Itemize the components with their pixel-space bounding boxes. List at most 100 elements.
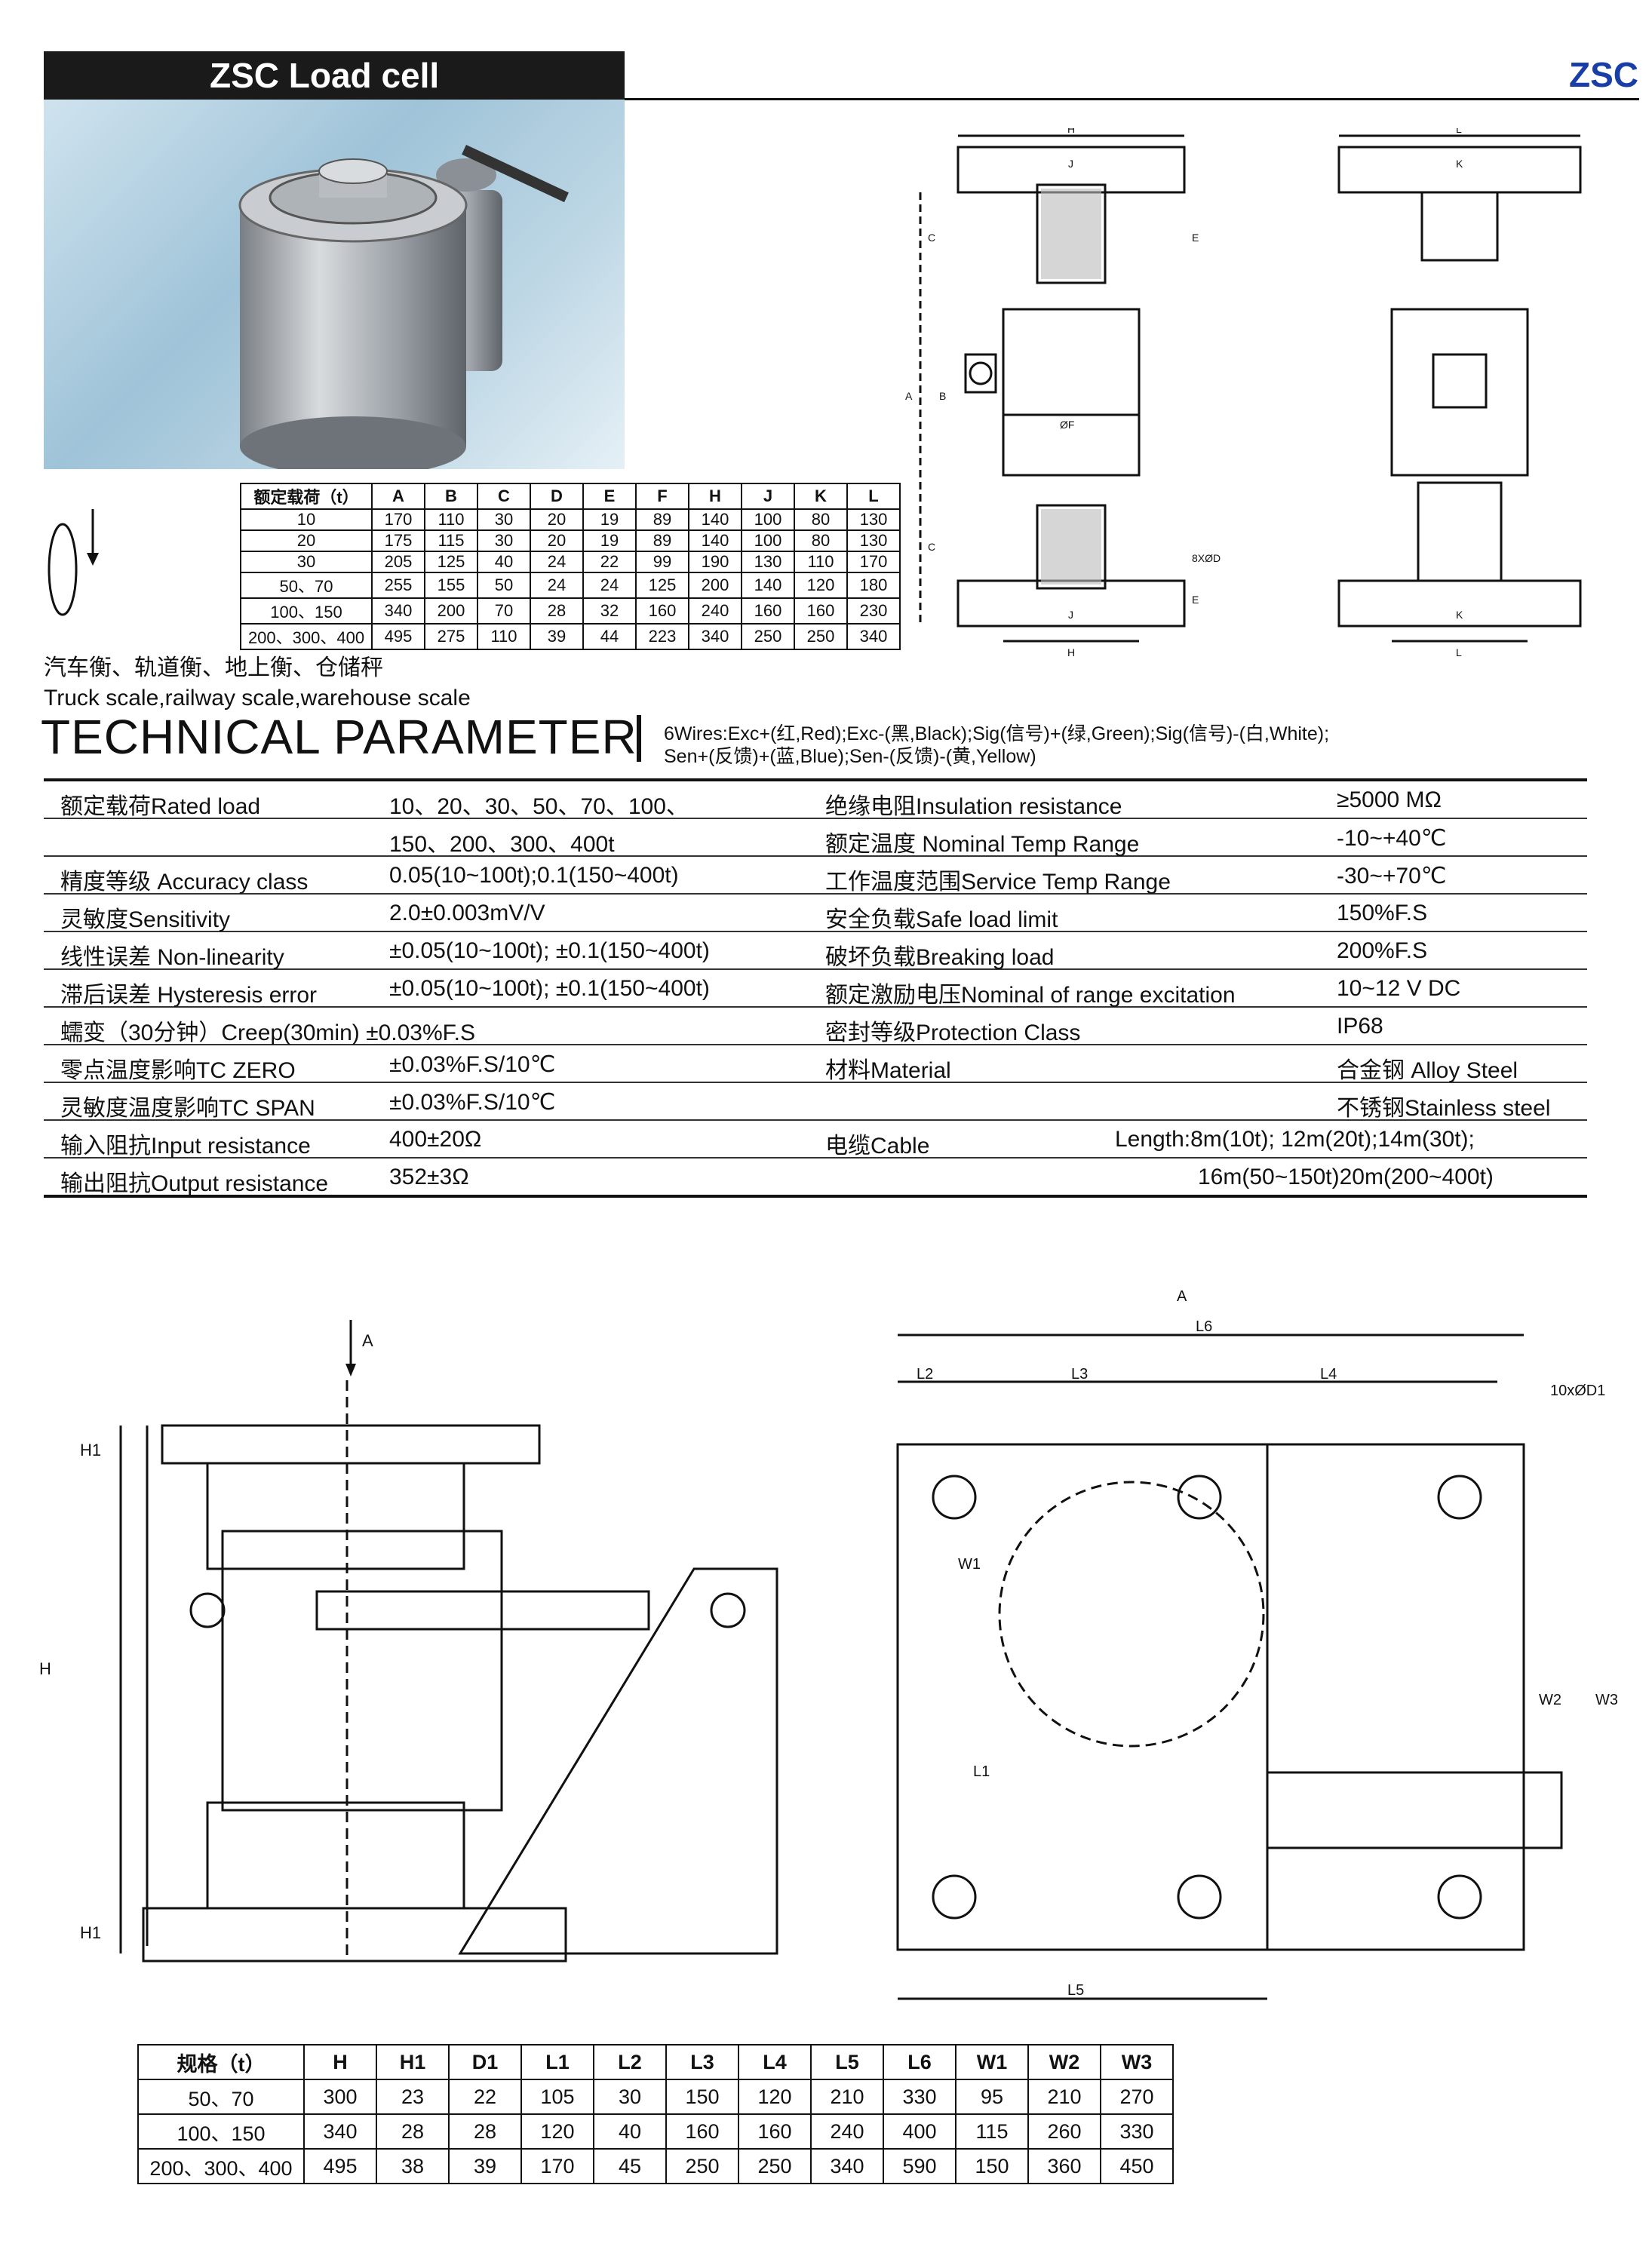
dim-table-1-header-cell: H — [688, 483, 742, 510]
dim-table-2-cell: 120 — [520, 2113, 594, 2150]
dim-table-2-cell: 115 — [955, 2113, 1029, 2150]
dim-table-1-cell: 10 — [240, 508, 373, 531]
dim-table-2-cell: 590 — [883, 2148, 957, 2184]
dim-table-2-cell: 120 — [738, 2079, 812, 2115]
parameter-label: 安全负载Safe load limit — [825, 907, 1058, 932]
dim-table-2-cell: 270 — [1100, 2079, 1174, 2115]
dim-table-1-cell: 170 — [371, 508, 425, 531]
applications-cn: 汽车衡、轨道衡、地上衡、仓储秤 — [44, 655, 383, 680]
dim-table-2-cell: 50、70 — [137, 2079, 305, 2115]
dim-table-1-cell: 39 — [530, 623, 584, 650]
dim-c: C — [928, 232, 935, 244]
dim-table-1-cell: 175 — [371, 529, 425, 552]
dim-h: H — [1067, 128, 1075, 135]
dim-table-1-cell: 100 — [741, 529, 795, 552]
parameter-label: 灵敏度Sensitivity — [60, 907, 231, 932]
dim-table-1-cell: 28 — [530, 597, 584, 625]
mounting-side-view: A H1 H H1 — [39, 1320, 778, 1963]
parameter-label: 破坏负载Breaking load — [825, 945, 1055, 970]
dim-table-2-cell: 250 — [665, 2148, 739, 2184]
dim-table-1-cell: 255 — [371, 572, 425, 599]
dim-table-1-cell: 125 — [424, 551, 478, 573]
view-label-top-a: A — [1177, 1288, 1187, 1305]
parameter-value: 10、20、30、50、70、100、 — [389, 794, 689, 819]
parameter-value: 400±20Ω — [389, 1127, 482, 1152]
dim-table-1-cell: 250 — [741, 623, 795, 650]
dim-table-2-cell: 22 — [448, 2079, 522, 2115]
dim-table-1-cell: 170 — [846, 551, 901, 573]
dim-table-2-header-cell: 规格（t） — [137, 2044, 305, 2080]
parameter-value: ≥5000 MΩ — [1337, 787, 1442, 812]
dim-table-2-cell: 39 — [448, 2148, 522, 2184]
wiring-line-1: 6Wires:Exc+(红,Red);Exc-(黑,Black);Sig(信号)… — [664, 723, 1330, 744]
dim-table-2-header-cell: W1 — [955, 2044, 1029, 2080]
parameter-label: 密封等级Protection Class — [825, 1020, 1081, 1045]
dim-table-2-cell: 240 — [810, 2113, 884, 2150]
parameter-value: 16m(50~150t)20m(200~400t) — [1198, 1165, 1494, 1189]
dim-table-1-cell: 24 — [530, 572, 584, 599]
dim-h1-bottom: H1 — [80, 1923, 101, 1942]
parameter-value: ±0.05(10~100t); ±0.1(150~400t) — [389, 938, 710, 963]
dim-table-2-cell: 340 — [303, 2113, 377, 2150]
dim-table-2-cell: 95 — [955, 2079, 1029, 2115]
dim-table-2-cell: 40 — [593, 2113, 667, 2150]
top-dimension-drawing: H J L K C E A B ØF 8XØD H J K L C E — [905, 128, 1582, 658]
dim-table-1-cell: 110 — [424, 508, 478, 531]
dim-a: A — [905, 390, 913, 402]
dim-table-2-header-cell: H1 — [376, 2044, 450, 2080]
parameter-label: 线性误差 Non-linearity — [60, 945, 284, 970]
parameter-value: 10~12 V DC — [1337, 976, 1461, 1001]
dim-table-2-cell: 100、150 — [137, 2113, 305, 2150]
dim-table-2-cell: 330 — [1100, 2113, 1174, 2150]
dim-table-2-header-cell: L4 — [738, 2044, 812, 2080]
parameter-value: 0.05(10~100t);0.1(150~400t) — [389, 863, 679, 888]
dim-table-2-cell: 150 — [665, 2079, 739, 2115]
dim-table-1-cell: 22 — [582, 551, 637, 573]
header-bar: ZSC Load cell — [44, 51, 625, 100]
dim-table-1-header-cell: A — [371, 483, 425, 510]
dim-table-1-cell: 140 — [688, 529, 742, 552]
parameter-value: Length:8m(10t); 12m(20t);14m(30t); — [1115, 1127, 1475, 1152]
dim-table-1-cell: 275 — [424, 623, 478, 650]
dim-f: ØF — [1060, 419, 1074, 431]
dim-table-1-cell: 80 — [794, 508, 848, 531]
dim-table-2-cell: 200、300、400 — [137, 2148, 305, 2184]
dim-j: J — [1068, 158, 1073, 170]
dim-table-1-cell: 19 — [582, 508, 637, 531]
parameter-value: 不锈钢Stainless steel — [1337, 1096, 1551, 1121]
dim-table-2-cell: 450 — [1100, 2148, 1174, 2184]
dim-table-1-cell: 32 — [582, 597, 637, 625]
dim-table-1-cell: 24 — [582, 572, 637, 599]
dim-table-2-cell: 400 — [883, 2113, 957, 2150]
dim-table-1-header-cell: B — [424, 483, 478, 510]
dim-table-2-cell: 28 — [376, 2113, 450, 2150]
load-cell-illustration — [238, 144, 569, 477]
parameter-label: 精度等级 Accuracy class — [60, 870, 309, 895]
dim-table-1-cell: 190 — [688, 551, 742, 573]
dim-table-2-cell: 250 — [738, 2148, 812, 2184]
dim-table-1-header-cell: C — [477, 483, 531, 510]
dim-h-side: H — [39, 1659, 51, 1678]
parameter-label: 额定激励电压Nominal of range excitation — [825, 983, 1236, 1008]
parameter-value: -10~+40℃ — [1337, 826, 1447, 851]
dim-table-1-cell: 20 — [240, 529, 373, 552]
dim-table-2-header-cell: L5 — [810, 2044, 884, 2080]
dim-table-1-header-cell: E — [582, 483, 637, 510]
dim-table-2-cell: 38 — [376, 2148, 450, 2184]
dim-table-1-cell: 20 — [530, 508, 584, 531]
parameter-label: 额定温度 Nominal Temp Range — [825, 832, 1140, 857]
dim-table-1-header-cell: 额定载荷（t） — [240, 483, 373, 510]
dim-l4: L4 — [1320, 1366, 1337, 1383]
